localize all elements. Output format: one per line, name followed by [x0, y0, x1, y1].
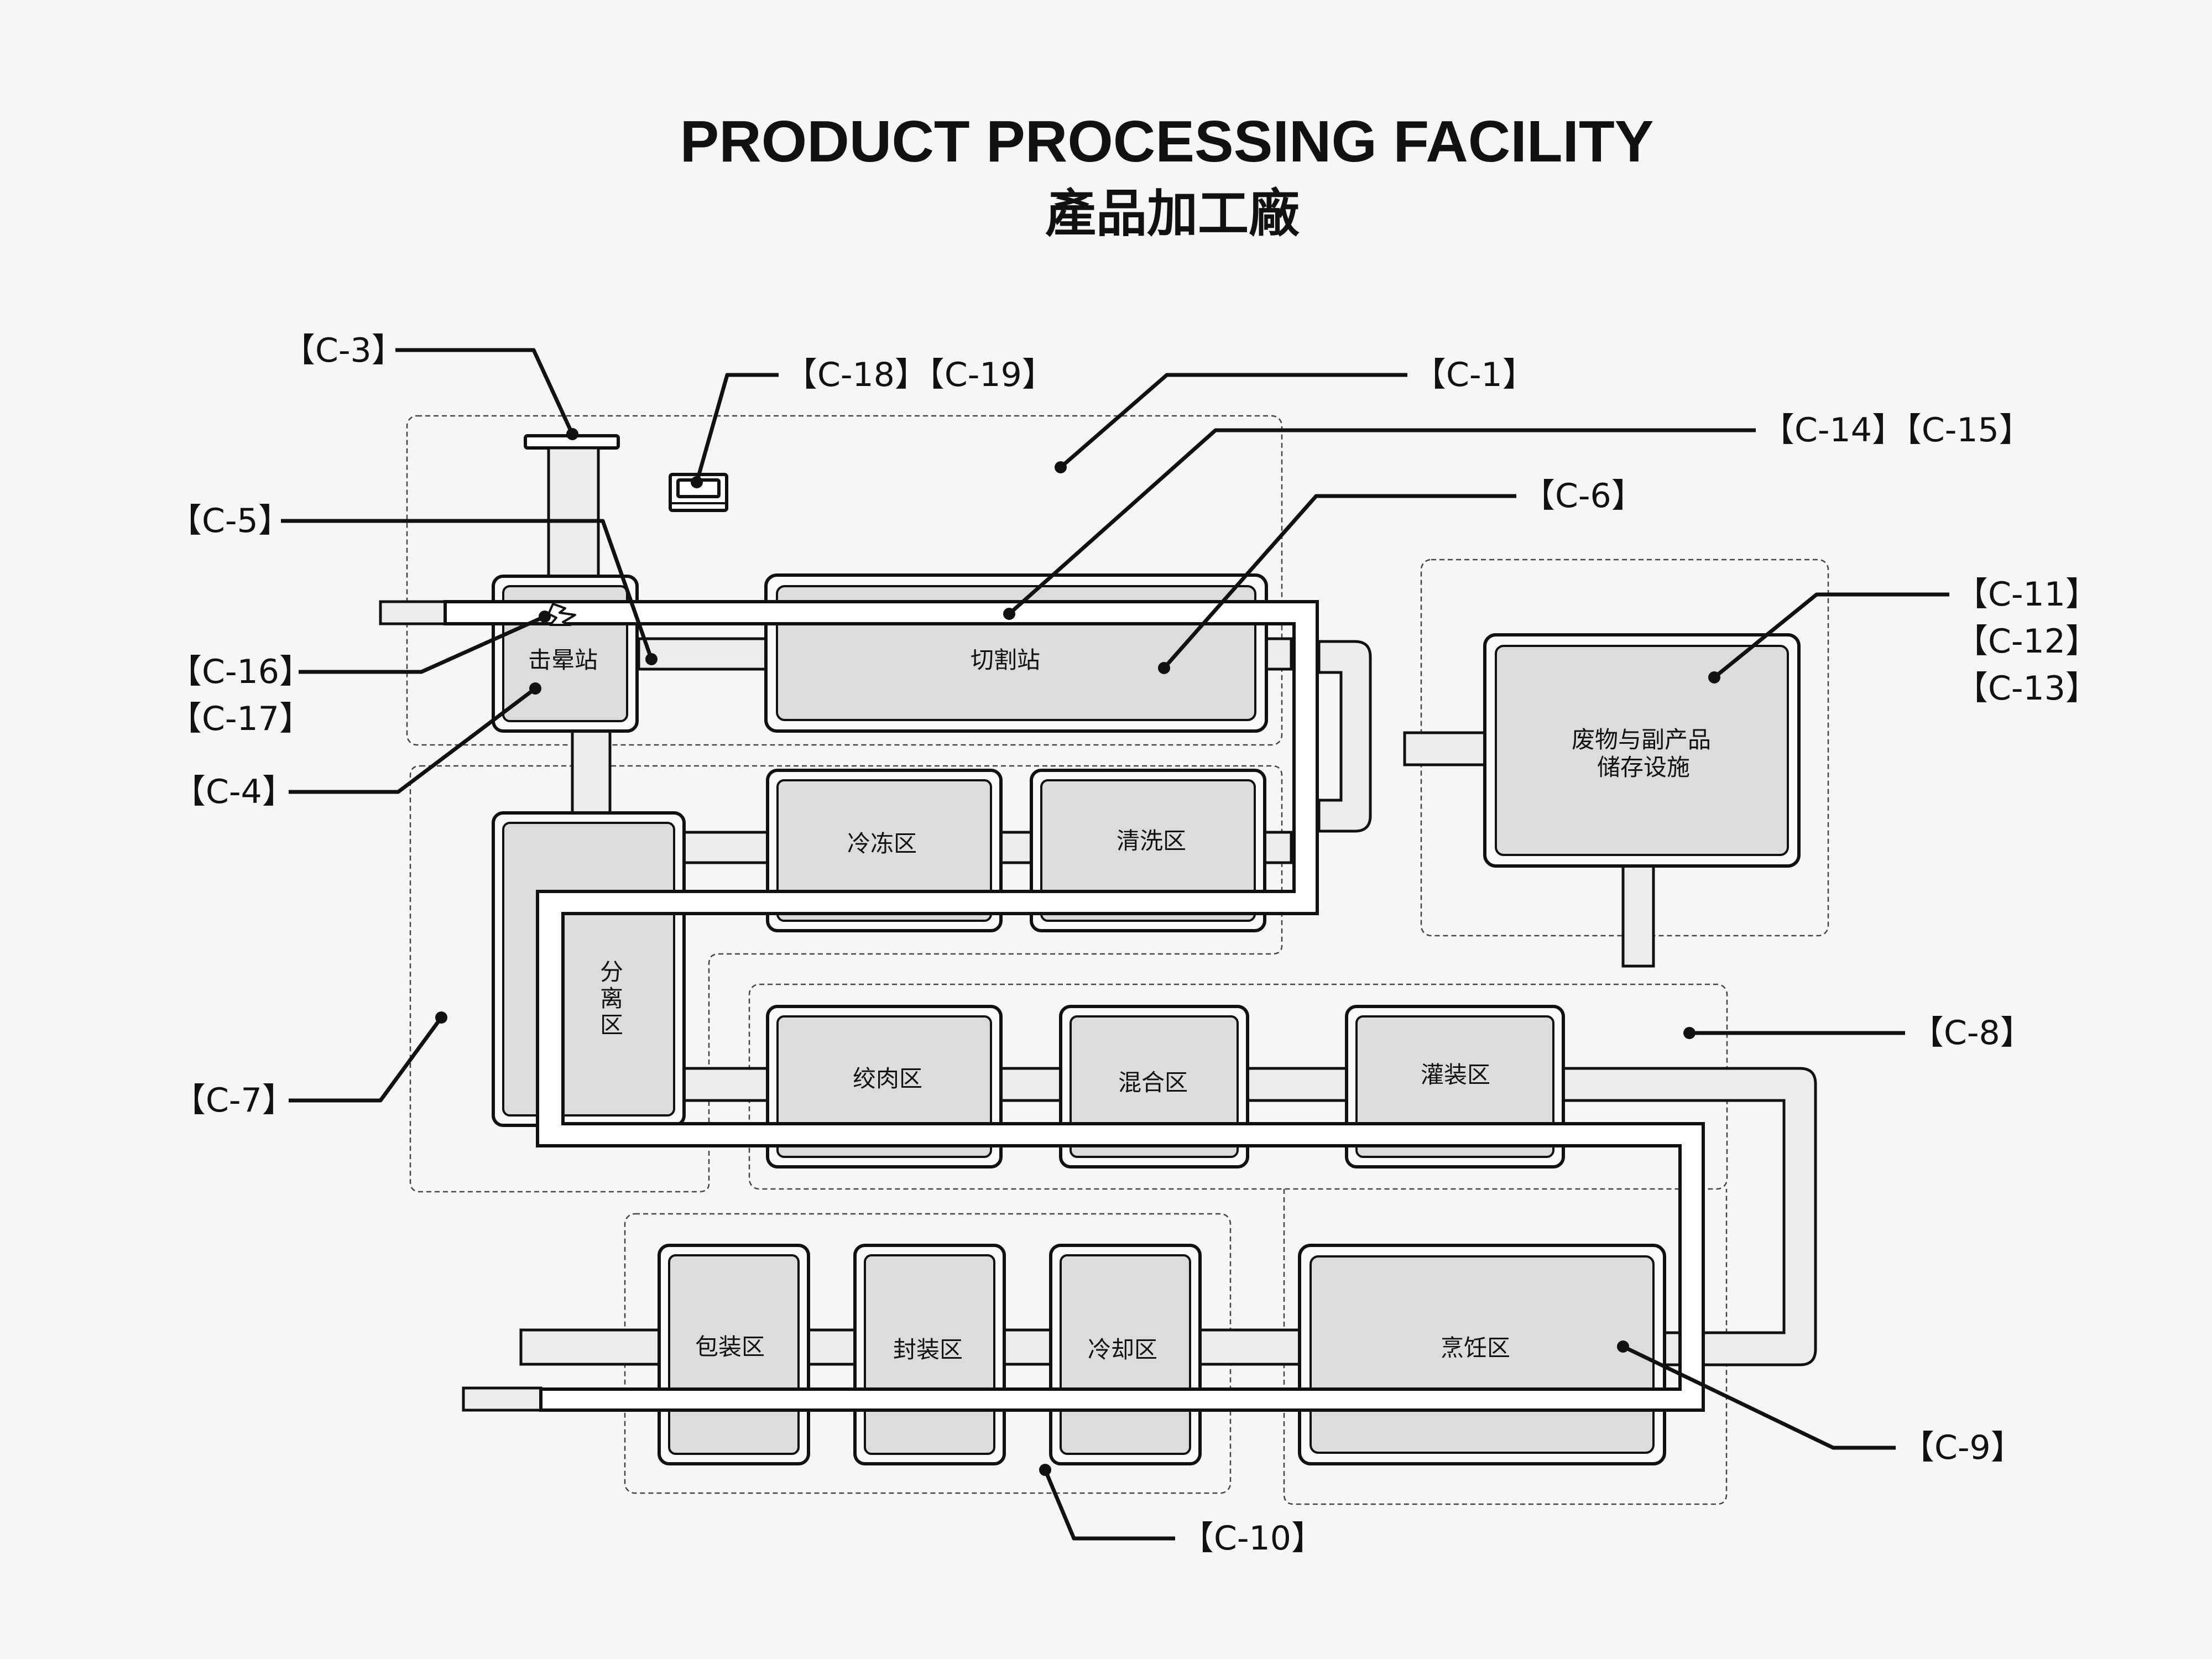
room-washing-inner — [1040, 779, 1256, 922]
label-separation-1: 分 — [600, 958, 623, 985]
label-cooling: 冷却区 — [1088, 1336, 1157, 1363]
callout-c4: 【C-4】 — [173, 773, 295, 811]
leader-c18-19 — [695, 373, 779, 483]
room-labels: 击晕站 切割站 冷冻区 清洗区 分 离 区 绞肉区 混合区 灌装区 废物与副产品… — [528, 646, 1711, 1363]
dot-c14-15 — [1003, 608, 1015, 620]
room-mixing-inner — [1070, 1015, 1239, 1158]
callout-c8: 【C-8】 — [1911, 1014, 2033, 1052]
callouts: 【C-3】 【C-18】【C-19】 【C-1】 【C-14】【C-15】 【C… — [169, 331, 2099, 1558]
conveyor-freezing-to-washing — [998, 831, 1035, 864]
room-waste-inner — [1495, 645, 1789, 856]
zone-cooking — [1283, 1189, 1728, 1505]
label-cooking: 烹饪区 — [1441, 1334, 1510, 1361]
conveyor-separation-to-grinding — [681, 1067, 770, 1102]
callout-c18-19: 【C-18】【C-19】 — [784, 356, 1055, 394]
conveyor-washing-right — [1262, 831, 1293, 864]
callout-c17: 【C-17】 — [169, 700, 312, 738]
conveyor-waste-inlet — [1403, 731, 1488, 766]
leader-c3 — [395, 348, 575, 435]
callout-c12: 【C-12】 — [1955, 622, 2099, 661]
conveyor-return-loop — [1317, 640, 1372, 833]
label-waste-line2: 储存设施 — [1597, 754, 1690, 781]
room-grinding-inner — [776, 1015, 992, 1158]
rail-stub-top-left — [379, 600, 448, 625]
leader-lines — [281, 348, 1949, 1541]
callout-c10: 【C-10】 — [1181, 1519, 1324, 1558]
overhead-rail — [444, 600, 1705, 1412]
callout-c1: 【C-1】 — [1413, 356, 1536, 394]
leader-c11-13 — [1713, 592, 1949, 679]
leader-c10 — [1043, 1469, 1175, 1541]
conveyor-separation-to-freezing — [681, 831, 770, 864]
conveyor-entry-vertical — [547, 446, 600, 591]
callout-c13: 【C-13】 — [1955, 669, 2099, 708]
title-chinese: 產品加工廠 — [1045, 184, 1300, 243]
conveyor-packaging-to-sealing — [806, 1328, 858, 1366]
label-freezing: 冷冻区 — [847, 830, 917, 857]
dot-c11-13 — [1708, 671, 1720, 684]
leader-dots — [435, 428, 1720, 1476]
rooms — [492, 573, 1801, 1465]
label-mixing: 混合区 — [1118, 1069, 1188, 1096]
room-separation-inner — [502, 822, 675, 1117]
label-cutting: 切割站 — [971, 646, 1040, 674]
conveyors — [379, 434, 1817, 1412]
dot-c8 — [1683, 1027, 1695, 1039]
leader-c6 — [1162, 494, 1516, 670]
dot-c1 — [1055, 461, 1067, 473]
stun-gun-icon — [547, 603, 576, 626]
conveyor-cutting-right — [1262, 637, 1293, 671]
label-stun: 击晕站 — [528, 646, 598, 674]
callout-c7: 【C-7】 — [173, 1081, 295, 1120]
conveyor-packaging-inlet — [519, 1328, 664, 1366]
leader-c14-15 — [1008, 428, 1756, 615]
leader-c5 — [281, 519, 654, 660]
conveyor-sealing-to-cooling — [1002, 1328, 1054, 1366]
callout-c11: 【C-11】 — [1955, 575, 2099, 614]
conveyor-waste-outlet — [1621, 862, 1655, 968]
conveyor-stun-to-separation — [571, 729, 612, 816]
dot-c4 — [529, 682, 541, 695]
callout-c9: 【C-9】 — [1901, 1428, 2024, 1467]
leader-c7 — [289, 1016, 443, 1103]
dot-c7 — [435, 1011, 447, 1024]
label-washing: 清洗区 — [1117, 827, 1186, 854]
leader-c1 — [1059, 373, 1407, 469]
conveyor-stun-to-cutting — [637, 637, 769, 671]
rail-stub-bottom-left — [462, 1386, 542, 1412]
label-packaging: 包装区 — [695, 1333, 765, 1360]
label-filling: 灌装区 — [1421, 1061, 1490, 1088]
dot-c3 — [566, 428, 578, 440]
callout-c14-15: 【C-14】【C-15】 — [1761, 411, 2032, 450]
room-freezing-inner — [776, 779, 992, 922]
label-separation-2: 离 — [600, 985, 623, 1012]
dot-c9 — [1617, 1340, 1629, 1353]
callout-c5: 【C-5】 — [169, 502, 291, 540]
overhead-rail-track — [444, 600, 1705, 1412]
title-english: PRODUCT PROCESSING FACILITY — [680, 109, 1654, 174]
callout-c3: 【C-3】 — [282, 331, 405, 370]
dot-c10 — [1039, 1464, 1051, 1476]
label-waste-line1: 废物与副产品 — [1572, 726, 1711, 753]
callout-c6: 【C-6】 — [1522, 477, 1645, 515]
room-filling-inner — [1355, 1015, 1554, 1158]
leader-c4 — [289, 687, 537, 794]
dot-c16-17 — [539, 611, 551, 623]
label-separation-3: 区 — [600, 1011, 623, 1039]
zone-preprocessing — [409, 765, 1283, 1193]
dot-c6 — [1158, 662, 1170, 674]
conveyor-mixing-to-filling — [1245, 1067, 1348, 1102]
conveyor-grinding-to-mixing — [998, 1067, 1063, 1102]
leader-c9 — [1622, 1344, 1896, 1450]
dot-c18-19 — [691, 476, 703, 488]
leader-c16-17 — [299, 614, 546, 674]
conveyor-cooling-to-cooking — [1198, 1328, 1307, 1366]
callout-c16: 【C-16】 — [169, 653, 312, 691]
label-sealing: 封装区 — [893, 1336, 963, 1363]
dot-c5 — [645, 653, 658, 665]
zone-slaughter — [406, 415, 1283, 746]
label-grinding: 绞肉区 — [853, 1065, 922, 1092]
